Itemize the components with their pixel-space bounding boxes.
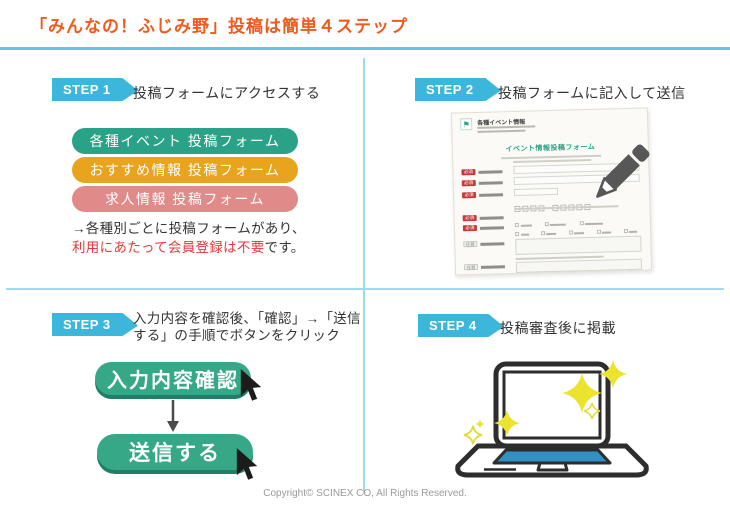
page-title: 「みんなの！ふじみ野」投稿は簡単４ステップ (30, 17, 408, 36)
copyright-text: Copyright© SCINEX CO, All Rights Reserve… (263, 488, 467, 499)
job-post-form-button[interactable]: 求人情報 投稿フォーム (72, 186, 298, 212)
sparkle-icon (463, 360, 627, 445)
recommend-post-form-button[interactable]: おすすめ情報 投稿フォーム (72, 157, 298, 183)
step4-badge: STEP 4 (418, 314, 504, 337)
field-label (478, 170, 503, 174)
top-divider (0, 47, 730, 50)
step3-heading: 入力内容を確認後、「確認」→「送信 する」の手順でボタンをクリック (133, 310, 361, 344)
form-textarea (515, 235, 642, 255)
cursor-arrow-icon (236, 448, 258, 480)
step1-badge: STEP 1 (52, 78, 138, 101)
event-post-form-button[interactable]: 各種イベント 投稿フォーム (72, 128, 298, 154)
step1-note-line2: 利用にあたって会員登録は不要です。 (72, 238, 306, 257)
field-caption (515, 255, 604, 260)
field-label (479, 226, 504, 230)
step3-heading-line1: 入力内容を確認後、「確認」→「送信 (133, 311, 361, 326)
step3-badge: STEP 3 (52, 313, 138, 336)
laptop-icon (455, 360, 649, 478)
step2-heading: 投稿フォームに記入して送信 (498, 85, 686, 101)
required-badge: 必須 (461, 168, 476, 176)
down-arrow-icon (167, 400, 179, 432)
pencil-icon (596, 144, 650, 198)
step1-heading: 投稿フォームにアクセスする (133, 85, 321, 101)
required-badge: 必須 (461, 191, 477, 199)
optional-badge: 任意 (463, 263, 479, 271)
field-label (480, 265, 505, 269)
confirm-input-button[interactable]: 入力内容確認 (95, 362, 251, 395)
step1-note: →各種別ごとに投稿フォームがあり、 利用にあたって会員登録は不要です。 (72, 219, 306, 257)
vertical-divider (363, 58, 365, 494)
field-label (479, 193, 504, 197)
step4-heading: 投稿審査後に掲載 (500, 320, 616, 336)
send-button[interactable]: 送信する (97, 434, 253, 470)
step2-badge: STEP 2 (415, 78, 501, 101)
field-label (478, 181, 503, 185)
field-label (480, 242, 505, 246)
cursor-arrow-icon (240, 369, 262, 401)
required-badge: 必須 (461, 179, 476, 187)
required-badge: 必須 (462, 214, 477, 222)
field-label (479, 216, 504, 220)
step3-heading-line2: する」の手順でボタンをクリック (133, 328, 340, 343)
optional-badge: 任意 (463, 240, 478, 248)
form-input (513, 187, 559, 196)
step1-note-highlight: 利用にあたって会員登録は不要 (72, 240, 265, 255)
step1-note-suffix: です。 (264, 240, 305, 255)
required-badge: 必須 (462, 224, 478, 232)
horizontal-divider (6, 288, 724, 290)
step1-note-line1: →各種別ごとに投稿フォームがあり、 (72, 221, 306, 236)
form-textarea (515, 258, 643, 273)
